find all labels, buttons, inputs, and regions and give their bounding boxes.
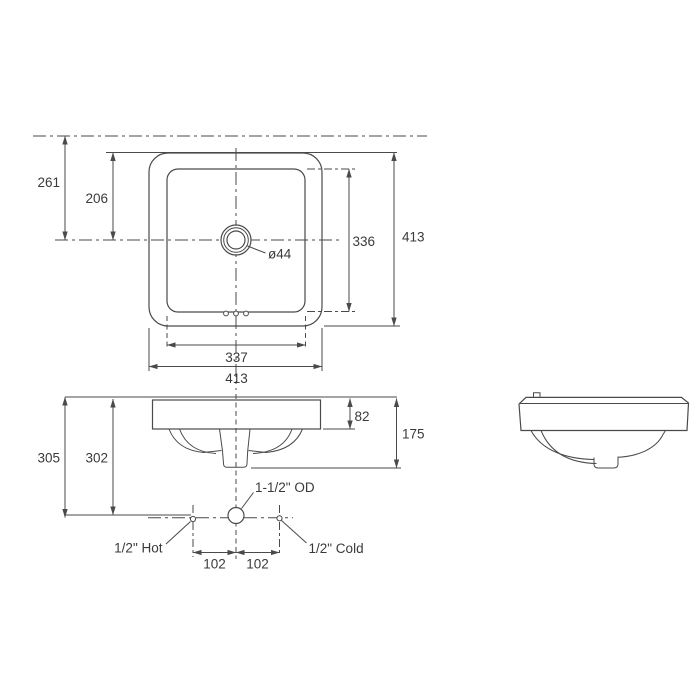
side-bowl-left-outer xyxy=(530,430,595,460)
bowl-left-outer xyxy=(168,428,204,453)
bowl-right-shoulder xyxy=(248,450,267,453)
side-bowl-left-inner xyxy=(540,430,597,464)
bowl-right-outer xyxy=(265,428,303,453)
drain-outlet-leader xyxy=(241,492,254,509)
dim-102-left: 102 xyxy=(203,557,226,572)
drain-outer-circle xyxy=(220,224,252,256)
drain-inner-circle xyxy=(226,230,246,250)
side-drain-boss xyxy=(593,456,619,469)
drain-outlet-circle xyxy=(227,506,245,525)
dim-413-right: 413 xyxy=(402,230,425,245)
drain-outlet-label: 1-1/2" OD xyxy=(255,480,315,495)
dim-175: 175 xyxy=(402,427,425,442)
overflow-hole xyxy=(223,310,229,317)
bowl-left-inner xyxy=(179,428,217,454)
top-view: ø44 261 206 336 413 337 413 xyxy=(33,135,427,390)
drain-diameter-label: ø44 xyxy=(268,247,292,262)
side-view xyxy=(518,392,690,469)
cold-supply-circle xyxy=(276,515,283,522)
dim-82: 82 xyxy=(355,409,370,424)
cold-supply-label: 1/2" Cold xyxy=(309,541,364,556)
overflow-hole xyxy=(243,310,249,317)
dim-261: 261 xyxy=(37,175,60,190)
drain-tailpiece xyxy=(219,428,251,468)
dim-102-right: 102 xyxy=(246,557,269,572)
drain-leader-line xyxy=(247,245,266,254)
dim-336: 336 xyxy=(353,234,376,249)
dim-305: 305 xyxy=(37,451,60,466)
hot-supply-circle xyxy=(189,515,197,523)
dim-206: 206 xyxy=(85,191,108,206)
front-view: 82 175 305 302 1-1/2" OD 1/2" Hot 1/2" C… xyxy=(37,394,425,572)
hot-leader xyxy=(165,521,191,545)
hot-supply-label: 1/2" Hot xyxy=(114,541,163,556)
side-rim xyxy=(518,396,690,432)
dim-413-bottom: 413 xyxy=(225,371,248,386)
dim-337: 337 xyxy=(225,350,248,365)
bowl-left-shoulder xyxy=(203,450,222,453)
dim-302: 302 xyxy=(85,451,108,466)
drain-mid-circle xyxy=(223,227,249,253)
overflow-hole xyxy=(233,310,239,317)
cold-leader xyxy=(281,520,307,544)
bowl-right-inner xyxy=(252,428,293,454)
side-rim-tab xyxy=(533,392,541,398)
side-bowl-right xyxy=(617,430,666,458)
